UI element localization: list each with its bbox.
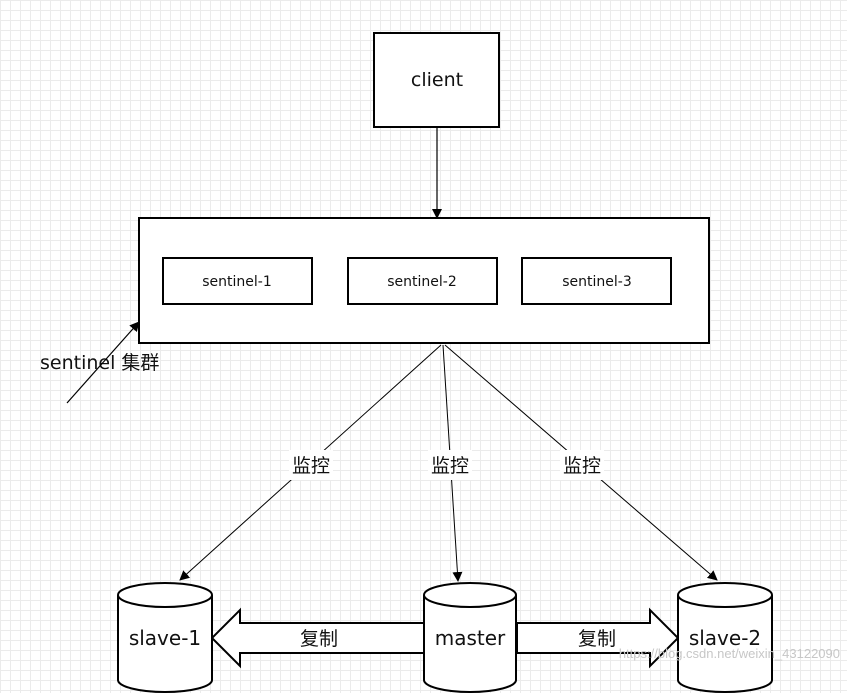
sentinel-2-label: sentinel-2 — [387, 274, 457, 290]
master-node: master — [423, 582, 517, 693]
client-box — [373, 32, 500, 128]
monitor-label-1: 监控 — [292, 455, 330, 477]
master-cylinder-top — [423, 582, 517, 608]
slave-2-label: slave-2 — [689, 626, 761, 650]
slave-1-label: slave-1 — [129, 626, 201, 650]
sentinel-1-box — [162, 257, 313, 305]
slave-1-node: slave-1 — [117, 582, 213, 693]
cluster-caption-arrow — [66, 321, 140, 404]
master-cylinder — [423, 595, 517, 693]
client-node: client — [373, 32, 500, 128]
cluster-caption: sentinel 集群 — [40, 352, 159, 374]
slave-2-node: slave-2 — [677, 582, 773, 693]
sentinel-1-label: sentinel-1 — [202, 274, 272, 290]
sentinel-3-label: sentinel-3 — [562, 274, 632, 290]
sentinel-3-box — [521, 257, 672, 305]
monitor-label-3: 监控 — [563, 455, 601, 477]
monitor-label-3-bg — [560, 450, 604, 480]
replication-label-2: 复制 — [578, 628, 616, 650]
monitor-label-2-bg — [428, 450, 472, 480]
master-label: master — [435, 626, 506, 650]
monitor-label-2: 监控 — [431, 455, 469, 477]
slave-2-cylinder-top — [677, 582, 773, 608]
sentinel-cluster: sentinel-1 sentinel-2 sentinel-3 — [138, 217, 710, 344]
slave-2-cylinder — [677, 595, 773, 693]
replication-label-1: 复制 — [300, 628, 338, 650]
monitor-label-1-bg — [289, 450, 333, 480]
client-label: client — [411, 69, 463, 91]
slave-1-cylinder-top — [117, 582, 213, 608]
watermark: https://blog.csdn.net/weixin_43122090 — [619, 646, 840, 661]
replication-arrow-to-slave-2 — [516, 607, 680, 669]
slave-1-cylinder — [117, 595, 213, 693]
sentinel-2-box — [347, 257, 498, 305]
